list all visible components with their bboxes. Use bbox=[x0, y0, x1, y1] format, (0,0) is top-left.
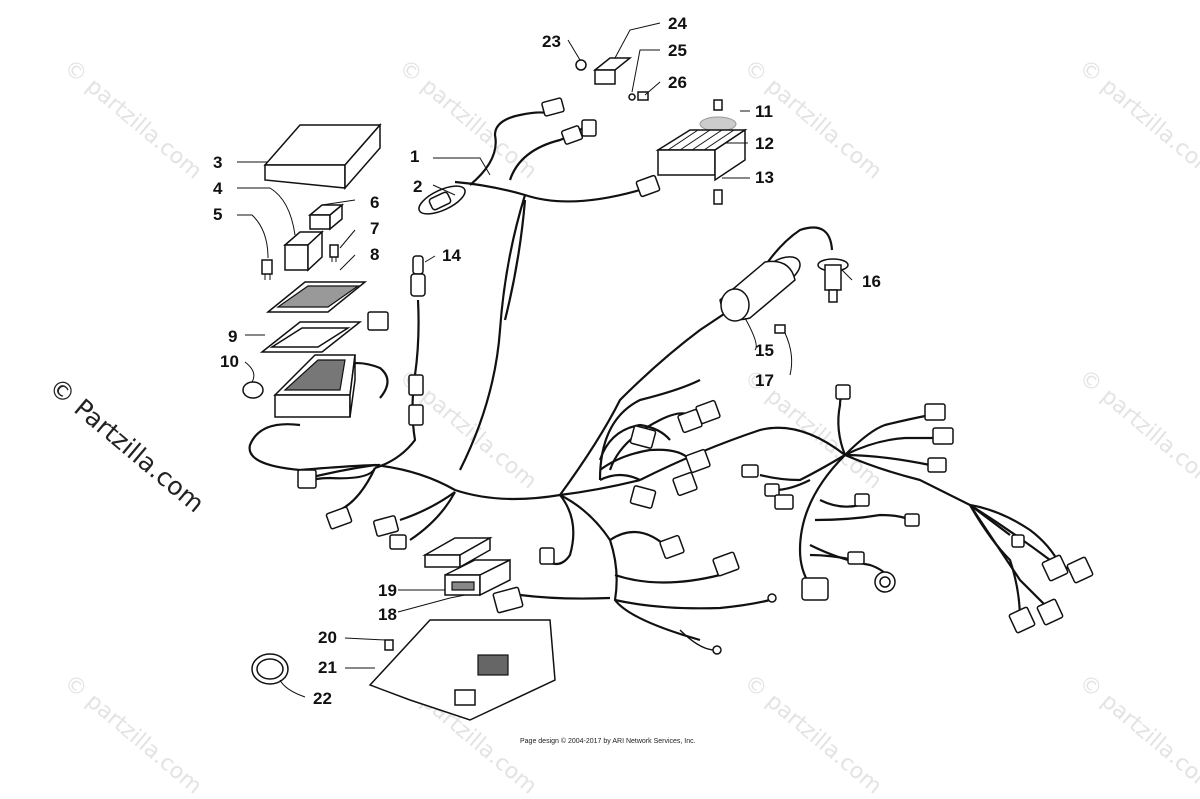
harness-clip-ring bbox=[242, 381, 264, 399]
callout-3: 3 bbox=[213, 153, 222, 172]
connector-plug bbox=[418, 185, 466, 215]
callout-24: 24 bbox=[668, 14, 687, 33]
leader-lines bbox=[237, 22, 853, 698]
callout-13: 13 bbox=[755, 168, 774, 187]
callout-12: 12 bbox=[755, 134, 774, 153]
harness-connectors bbox=[297, 97, 1094, 655]
fuse-box-gasket bbox=[259, 321, 363, 353]
parts-diagram: © partzilla.com © partzilla.com © partzi… bbox=[43, 14, 1200, 799]
callout-25: 25 bbox=[668, 41, 687, 60]
fuse-small-left bbox=[261, 259, 273, 280]
callout-16: 16 bbox=[862, 272, 881, 291]
relay-large bbox=[282, 230, 324, 272]
callout-26: 26 bbox=[668, 73, 687, 92]
copyright-footer: Page design © 2004-2017 by ARI Network S… bbox=[520, 738, 696, 745]
fuse-block bbox=[273, 311, 389, 418]
ecu-cover bbox=[422, 536, 493, 569]
callout-11: 11 bbox=[755, 102, 773, 121]
callout-19: 19 bbox=[378, 581, 397, 600]
harness-drawing: 1 2 3 4 5 6 7 8 9 10 11 12 13 14 15 16 1… bbox=[213, 14, 1094, 721]
callout-6: 6 bbox=[370, 193, 379, 212]
callout-22: 22 bbox=[313, 689, 332, 708]
callout-21: 21 bbox=[318, 658, 337, 677]
mounting-bracket bbox=[368, 619, 556, 721]
callout-7: 7 bbox=[370, 219, 379, 238]
callout-18: 18 bbox=[378, 605, 397, 624]
callout-1: 1 bbox=[410, 147, 419, 166]
relay-bracket bbox=[575, 57, 649, 101]
screw bbox=[774, 324, 786, 334]
callout-23: 23 bbox=[542, 32, 561, 51]
screw bbox=[713, 189, 723, 205]
fuse-board bbox=[265, 281, 368, 313]
fuse-box-cover bbox=[263, 123, 382, 190]
callout-15: 15 bbox=[755, 341, 774, 360]
callout-labels: 1 2 3 4 5 6 7 8 9 10 11 12 13 14 15 16 1… bbox=[213, 14, 881, 708]
callout-5: 5 bbox=[213, 205, 222, 224]
washer bbox=[699, 99, 737, 132]
callout-17: 17 bbox=[755, 371, 774, 390]
screw bbox=[384, 639, 394, 651]
callout-9: 9 bbox=[228, 327, 237, 346]
voltage-regulator bbox=[655, 128, 748, 182]
relay-small bbox=[307, 203, 345, 231]
callout-8: 8 bbox=[370, 245, 379, 264]
harness-clip-ring bbox=[251, 653, 289, 685]
callout-2: 2 bbox=[413, 177, 422, 196]
fuse-small-right bbox=[329, 244, 339, 262]
callout-4: 4 bbox=[213, 179, 223, 198]
callout-14: 14 bbox=[442, 246, 461, 265]
spark-plug-cap bbox=[817, 258, 849, 303]
ecu-module bbox=[444, 558, 511, 597]
callout-10: 10 bbox=[220, 352, 239, 371]
oxygen-sensor bbox=[408, 255, 426, 426]
callout-20: 20 bbox=[318, 628, 337, 647]
ignition-coil bbox=[719, 256, 801, 322]
